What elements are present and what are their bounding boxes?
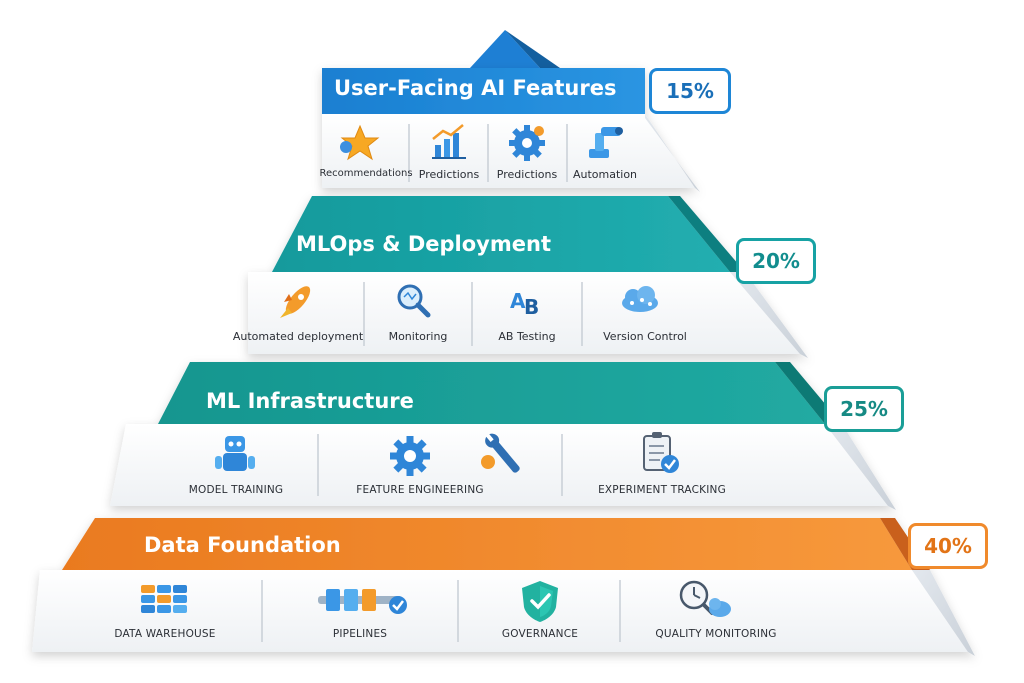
tier-3-title: ML Infrastructure: [206, 389, 414, 413]
tier-2-item-label: Automated deployment: [232, 330, 364, 343]
tier-1-item-label: Automation: [572, 168, 638, 181]
tier-1-percent-badge: 15%: [649, 68, 731, 114]
pipeline-icon: [318, 589, 407, 614]
tier-4-item-label: GOVERNANCE: [501, 628, 579, 640]
tier-3-item-label: FEATURE ENGINEERING: [356, 484, 484, 496]
magnifier-icon: [397, 284, 431, 318]
rocket-icon: [280, 286, 311, 318]
tier-4-item-label: PIPELINES: [332, 628, 388, 640]
tier-1-item-label: Recommendations: [319, 168, 413, 179]
tier-2-shape: [248, 196, 808, 358]
tier-2-title: MLOps & Deployment: [296, 232, 551, 256]
tier-2-item-label: AB Testing: [498, 330, 556, 343]
tier-1-shape: [322, 68, 700, 192]
tier-4-item-label: DATA WAREHOUSE: [114, 628, 216, 640]
tier-3-item-label: MODEL TRAINING: [188, 484, 284, 496]
star-icon: [340, 124, 380, 161]
gear-icon: [509, 125, 545, 161]
gear-wrench-icon: [390, 433, 520, 476]
ab-letters-icon: A B: [510, 289, 539, 319]
clipboard-check-icon: [643, 432, 679, 473]
tier-4-item-label: QUALITY MONITORING: [655, 628, 777, 640]
pyramid-apex: [470, 30, 540, 68]
dividers: [261, 124, 621, 642]
tier-4-title: Data Foundation: [144, 533, 341, 557]
svg-text:B: B: [524, 295, 539, 319]
tier-3-item-label: EXPERIMENT TRACKING: [598, 484, 726, 496]
tier-3-shape: [110, 362, 896, 510]
database-stack-icon: [141, 585, 187, 613]
clock-magnifier-icon: [679, 580, 731, 617]
tier-3-percent-badge: 25%: [824, 386, 904, 432]
tier-2-percent-badge: 20%: [736, 238, 816, 284]
tier-1-title: User-Facing AI Features: [334, 76, 617, 100]
tier-1-item-label: Predictions: [496, 168, 558, 181]
cloud-network-icon: [622, 286, 658, 312]
tier-2-item-label: Monitoring: [388, 330, 448, 343]
tier-2-item-label: Version Control: [603, 330, 687, 343]
tier-1-item-label: Predictions: [418, 168, 480, 181]
robot-arm-icon: [589, 127, 623, 158]
tier-4-percent-badge: 40%: [908, 523, 988, 569]
robot-icon: [215, 436, 255, 471]
tier-4-shape: [32, 518, 975, 656]
shield-check-icon: [522, 581, 558, 622]
svg-text:A: A: [510, 289, 526, 313]
bar-chart-icon: [432, 124, 466, 159]
